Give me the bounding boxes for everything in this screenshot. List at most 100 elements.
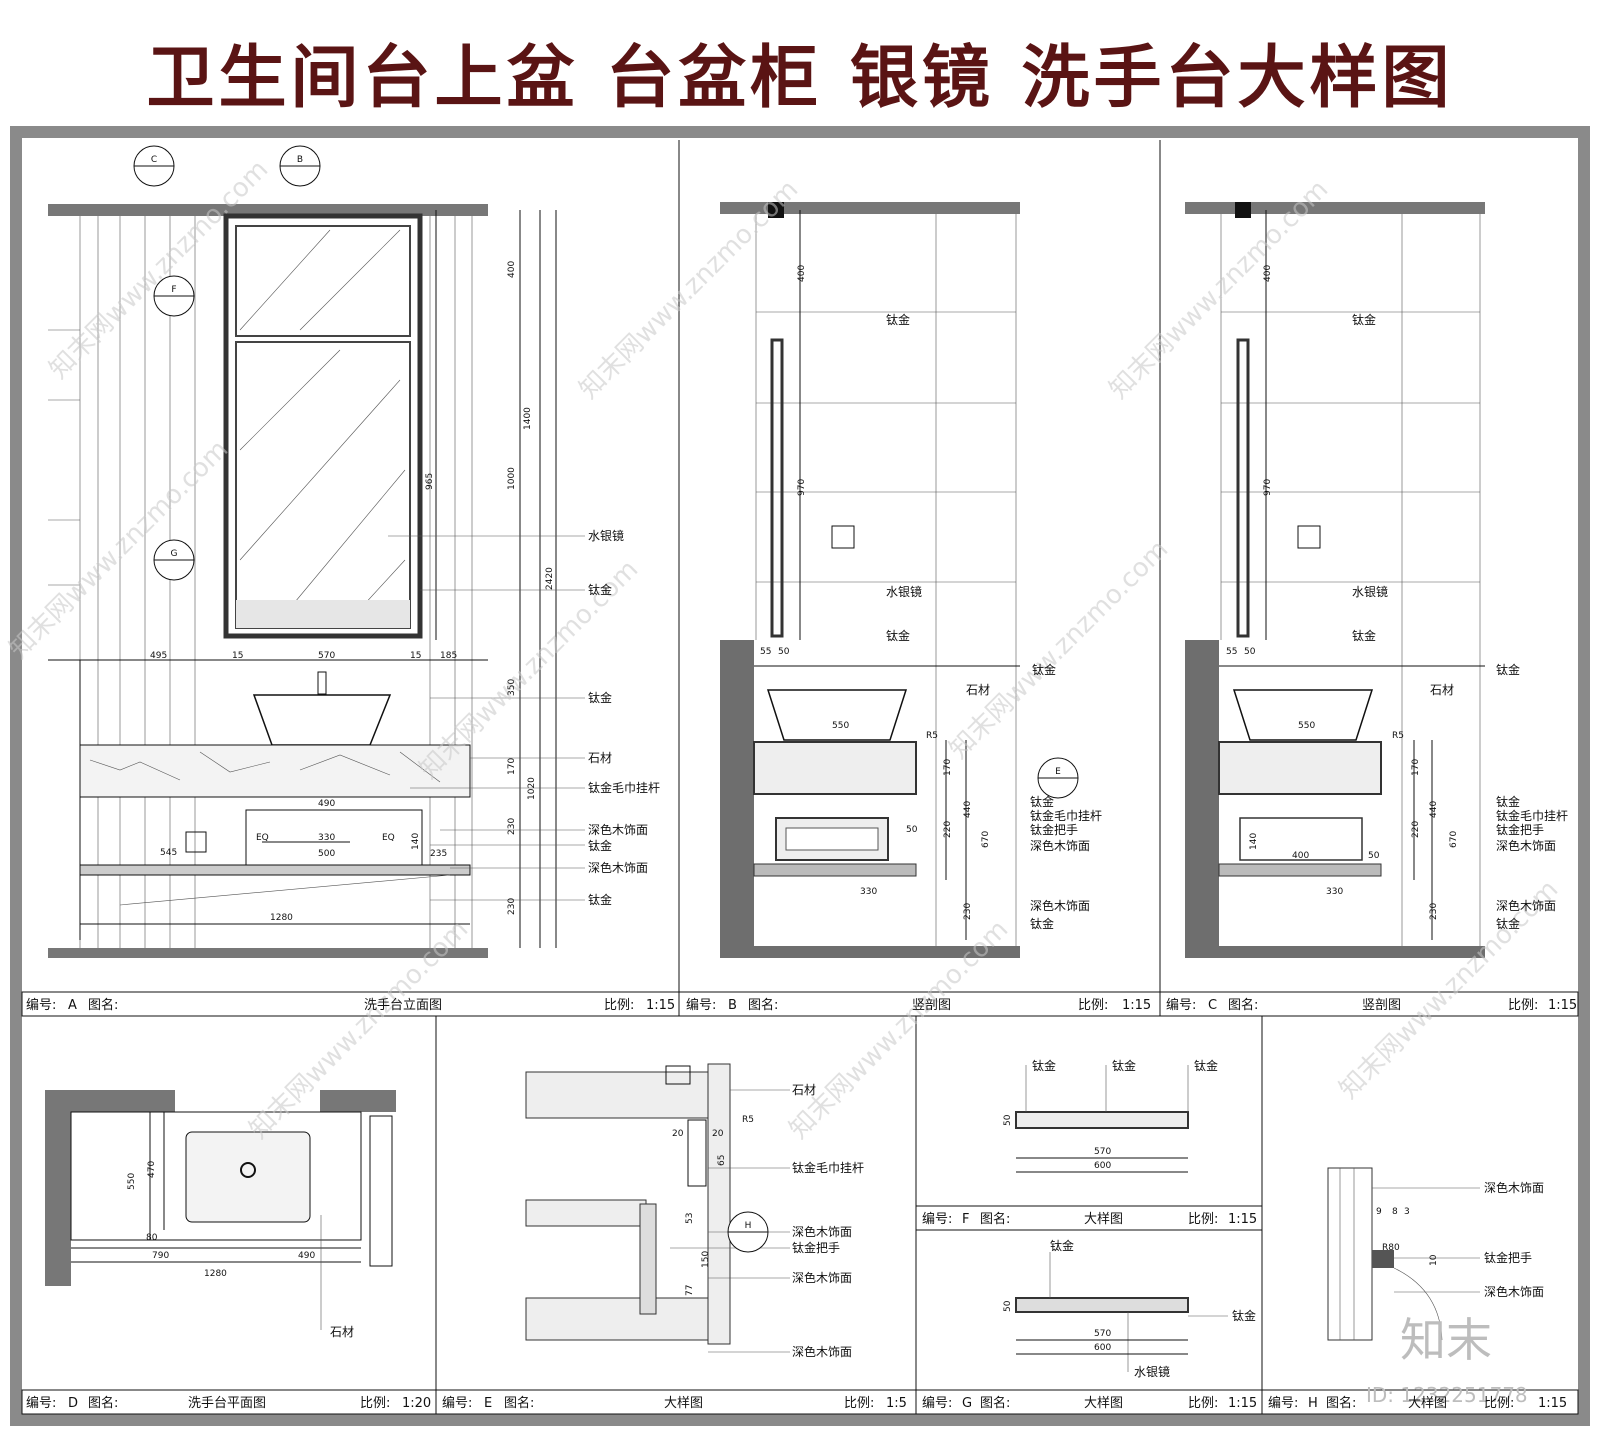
tb-b-number-label: 编号:	[686, 998, 716, 1013]
drawing-title: 卫生间台上盆 台盆柜 银镜 洗手台大样图	[146, 39, 1454, 118]
marker-h-label: H	[745, 1221, 752, 1231]
a-label-ti-4: 钛金	[588, 892, 612, 907]
tb-c-scale: 1:15	[1548, 998, 1577, 1013]
b-dim-50-2: 50	[906, 825, 918, 835]
c-dim-400: 400	[1263, 265, 1273, 282]
a-dim-15-2: 15	[410, 651, 421, 661]
b-dim-r5: R5	[926, 731, 938, 741]
c-dim-140: 140	[1249, 833, 1259, 850]
panel-h-detail	[1327, 1167, 1480, 1341]
tb-c-name-label: 图名:	[1228, 997, 1258, 1013]
a-label-ti-3: 钛金	[588, 838, 612, 853]
b-dim-440: 440	[963, 801, 973, 818]
a-dim-1020: 1020	[527, 777, 537, 800]
tb-g-name-label: 图名:	[980, 1395, 1010, 1411]
title-block-g: 编号: G 图名: 大样图 比例: 1:15	[922, 1395, 1257, 1411]
e-label-wood-3: 深色木饰面	[792, 1345, 852, 1359]
b-label-mirror: 水银镜	[886, 584, 922, 599]
panel-f-detail	[1015, 1065, 1189, 1173]
c-dim-400-2: 400	[1292, 851, 1309, 861]
f-dim-600: 600	[1094, 1161, 1111, 1171]
panel-e-detail	[525, 1063, 790, 1353]
marker-f-label: F	[171, 285, 176, 295]
f-dim-570: 570	[1094, 1147, 1111, 1157]
a-dim-350: 350	[507, 679, 517, 696]
h-label-handle: 钛金把手	[1484, 1250, 1532, 1265]
b-label-ti-3: 钛金	[1032, 662, 1056, 677]
a-label-wood-2: 深色木饰面	[588, 861, 648, 875]
tb-f-scale-label: 比例:	[1188, 1212, 1218, 1227]
b-dim-230: 230	[963, 903, 973, 920]
e-label-wood-1: 深色木饰面	[792, 1225, 852, 1239]
tb-h-scale-label: 比例:	[1484, 1396, 1514, 1411]
g-label-mirror: 水银镜	[1134, 1364, 1170, 1379]
h-dim-3: 3	[1404, 1207, 1410, 1217]
c-dim-550: 550	[1298, 721, 1315, 731]
a-dim-140: 140	[411, 833, 421, 850]
b-label-ti-4: 钛金	[1030, 794, 1054, 809]
tb-c-name: 竖剖图	[1362, 998, 1401, 1013]
tb-h-scale: 1:15	[1538, 1396, 1567, 1411]
tb-h-name: 大样图	[1408, 1396, 1447, 1411]
tb-f-name-label: 图名:	[980, 1211, 1010, 1227]
tb-g-code: G	[962, 1396, 972, 1411]
tb-h-code: H	[1308, 1396, 1318, 1411]
tb-h-name-label: 图名:	[1326, 1395, 1356, 1411]
a-label-wood-1: 深色木饰面	[588, 823, 648, 837]
marker-g-label: G	[171, 549, 178, 559]
a-dim-400: 400	[507, 261, 517, 278]
a-dim-235: 235	[430, 849, 447, 859]
a-label-ti-2: 钛金	[588, 690, 612, 705]
tb-b-code: B	[728, 998, 737, 1013]
tb-b-name-label: 图名:	[748, 997, 778, 1013]
a-label-mirror: 水银镜	[588, 528, 624, 543]
g-dim-600: 600	[1094, 1343, 1111, 1353]
tb-g-scale-label: 比例:	[1188, 1396, 1218, 1411]
tb-c-code: C	[1208, 998, 1217, 1013]
c-label-wood-2: 深色木饰面	[1496, 899, 1556, 913]
a-label-towelbar: 钛金毛巾挂杆	[588, 780, 660, 795]
c-dim-970: 970	[1263, 479, 1273, 496]
tb-d-name: 洗手台平面图	[188, 1396, 266, 1411]
g-label-ti-2: 钛金	[1232, 1308, 1256, 1323]
tb-f-number-label: 编号:	[922, 1212, 952, 1227]
e-label-stone: 石材	[792, 1083, 816, 1097]
b-dim-670: 670	[981, 831, 991, 848]
tb-e-code: E	[484, 1396, 492, 1411]
c-label-ti-5: 钛金	[1496, 916, 1520, 931]
e-label-handle: 钛金把手	[792, 1240, 840, 1255]
section-markers: C B F G E H	[133, 145, 1079, 1253]
tb-d-number-label: 编号:	[26, 1396, 56, 1411]
tb-b-name: 竖剖图	[912, 998, 951, 1013]
a-dim-230-2: 230	[507, 898, 517, 915]
section-marker-c: C	[133, 145, 175, 187]
tb-c-number-label: 编号:	[1166, 998, 1196, 1013]
c-label-ti-2: 钛金	[1352, 628, 1376, 643]
a-dim-185: 185	[440, 651, 457, 661]
b-dim-330: 330	[860, 887, 877, 897]
h-dim-10: 10	[1429, 1254, 1439, 1266]
b-label-handle: 钛金把手	[1030, 822, 1078, 837]
c-label-mirror: 水银镜	[1352, 584, 1388, 599]
f-dim-50: 50	[1003, 1114, 1013, 1126]
d-dim-1280: 1280	[204, 1269, 227, 1279]
b-dim-170: 170	[943, 759, 953, 776]
tb-f-code: F	[962, 1212, 969, 1227]
tb-d-scale: 1:20	[402, 1396, 431, 1411]
tb-a-scale-label: 比例:	[604, 998, 634, 1013]
section-marker-e: E	[1037, 757, 1079, 799]
tb-a-code: A	[68, 998, 77, 1013]
tb-e-number-label: 编号:	[442, 1396, 472, 1411]
e-dim-65: 65	[717, 1155, 727, 1166]
d-dim-790: 790	[152, 1251, 169, 1261]
b-label-ti-2: 钛金	[886, 628, 910, 643]
b-dim-970: 970	[797, 479, 807, 496]
e-label-towelbar: 钛金毛巾挂杆	[792, 1160, 864, 1175]
tb-a-name: 洗手台立面图	[364, 998, 442, 1013]
b-label-towelbar: 钛金毛巾挂杆	[1030, 808, 1102, 823]
title-block-e: 编号: E 图名: 大样图 比例: 1:5	[442, 1395, 907, 1411]
b-dim-55: 55	[760, 647, 771, 657]
g-label-ti-1: 钛金	[1050, 1238, 1074, 1253]
